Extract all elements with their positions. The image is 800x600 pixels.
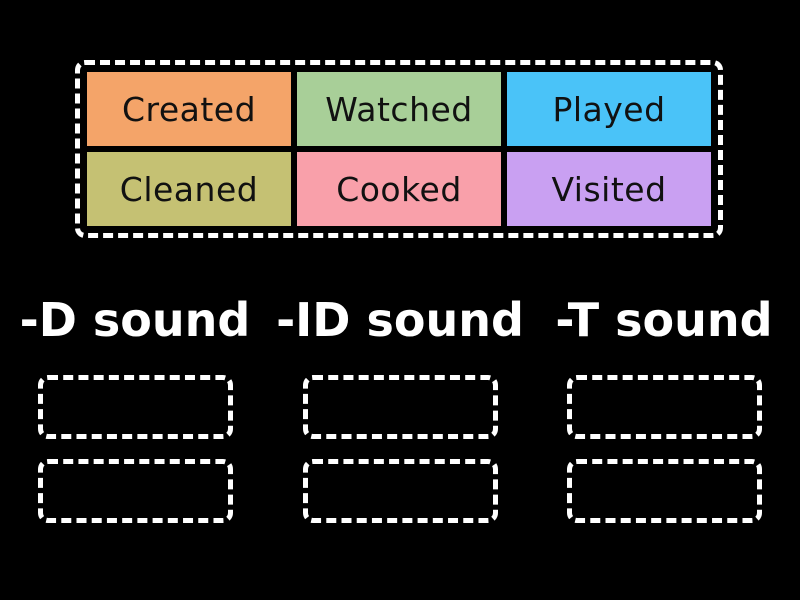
category-label-t-sound: -T sound — [555, 293, 773, 347]
word-tile-watched[interactable]: Watched — [297, 72, 501, 146]
drop-zone-d-sound-1[interactable] — [38, 375, 233, 439]
drop-zone-t-sound-1[interactable] — [567, 375, 762, 439]
word-tile-cooked[interactable]: Cooked — [297, 152, 501, 226]
word-tile-cleaned[interactable]: Cleaned — [87, 152, 291, 226]
tile-pool: Created Watched Played Cleaned Cooked Vi… — [75, 60, 723, 238]
word-tile-visited[interactable]: Visited — [507, 152, 711, 226]
category-label-id-sound: -ID sound — [276, 293, 524, 347]
word-tile-created[interactable]: Created — [87, 72, 291, 146]
drop-zone-id-sound-2[interactable] — [303, 459, 498, 523]
drop-zone-id-sound-1[interactable] — [303, 375, 498, 439]
drop-zone-d-sound-2[interactable] — [38, 459, 233, 523]
word-tile-played[interactable]: Played — [507, 72, 711, 146]
category-label-d-sound: -D sound — [19, 293, 251, 347]
drop-zone-t-sound-2[interactable] — [567, 459, 762, 523]
